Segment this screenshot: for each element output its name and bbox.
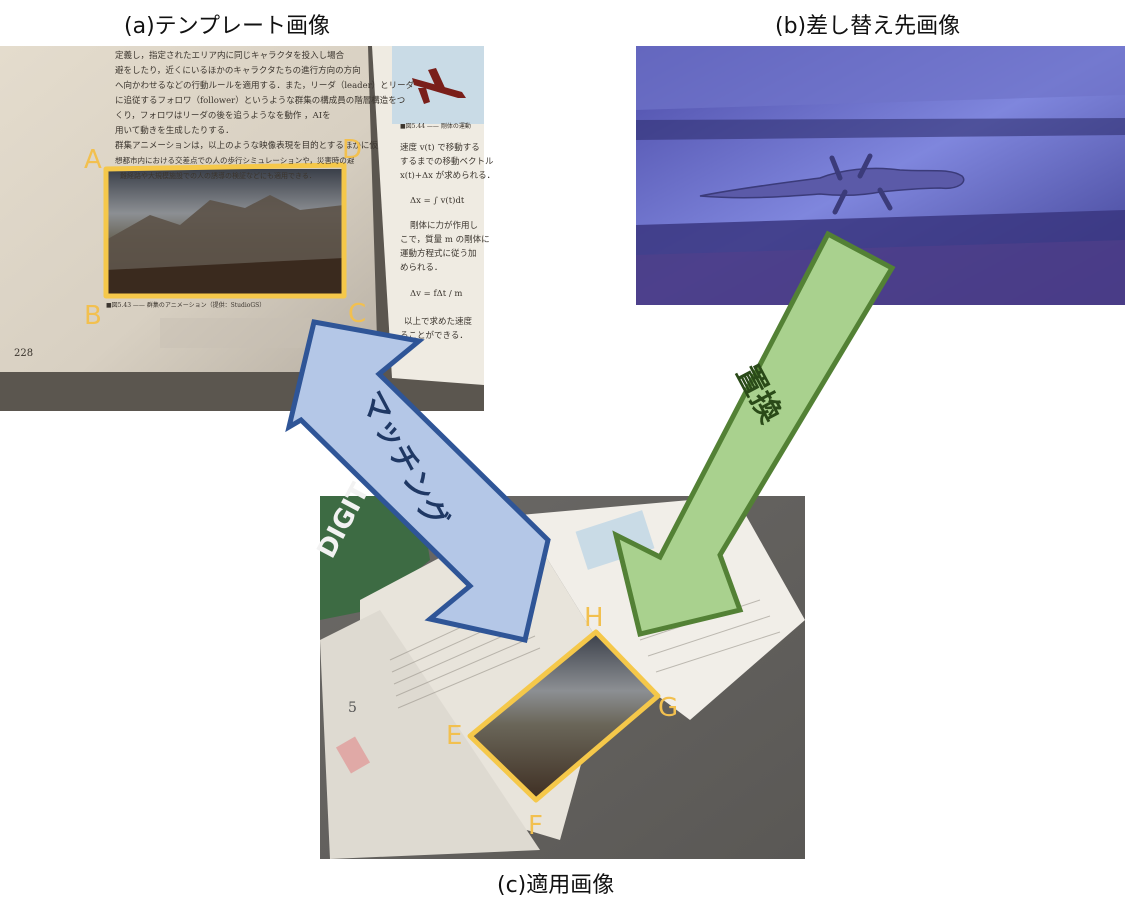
template-figure-caption: ■図5.43 —— 群集のアニメーション（提供：StudioGS） xyxy=(106,301,265,309)
template-body-line: 避をしたり，近くにいるほかのキャラクタたちの進行方向の方向 xyxy=(115,65,361,76)
corner-labels: A D B C H G E F xyxy=(84,135,678,841)
template-shadow-block xyxy=(160,318,310,348)
template-right-line: Δv = fΔt / m xyxy=(410,289,463,299)
template-body-line: へ向かわせるなどの行動ルールを適用する．また，リーダ（leader）とリーダ xyxy=(115,80,415,91)
replacement-photo xyxy=(636,46,1125,305)
applied-left-page-edge xyxy=(320,610,540,859)
template-page-number: 228 xyxy=(14,348,33,359)
template-right-line: 以上で求めた速度 xyxy=(404,316,473,327)
caption-template-image: (a)テンプレート画像 xyxy=(124,14,330,39)
template-right-line: められる． xyxy=(400,263,443,273)
pink-sticky-note xyxy=(335,736,371,774)
template-page-text: 定義し，指定されたエリア内に同じキャラクタを投入し場合 避をしたり，近くにいるほ… xyxy=(14,50,495,359)
template-photo xyxy=(0,46,484,411)
template-body-line: 用いて動きを生成したりする． xyxy=(115,125,234,136)
applied-frame xyxy=(467,629,661,803)
template-right-line: 運動方程式に従う加 xyxy=(400,248,477,259)
corner-label-e: E xyxy=(446,721,462,751)
corner-label-d: D xyxy=(342,135,362,165)
right-page xyxy=(372,46,484,385)
applied-chapter-number: 5 xyxy=(348,700,357,716)
template-right-line: ることができる． xyxy=(400,330,468,341)
applied-warped-picture xyxy=(470,632,658,800)
gecko-illustration xyxy=(699,153,965,215)
template-body-line: 群集アニメーションは，以上のような映像表現を目的とするほかに仮 xyxy=(115,140,378,151)
template-body-line: 定義し，指定されたエリア内に同じキャラクタを投入し場合 xyxy=(115,50,345,61)
template-right-line: こで，質量 m の剛体に xyxy=(400,234,490,245)
template-right-line: Δx = ∫ v(t)dt xyxy=(410,195,465,206)
template-body-line: に追従するフォロワ（follower）というような群集の構成員の階層構造をつ xyxy=(115,95,405,106)
caption-replacement-image: (b)差し替え先画像 xyxy=(775,14,961,39)
template-right-line: するまでの移動ベクトル xyxy=(400,156,494,167)
caption-applied-image: (c)適用画像 xyxy=(497,873,615,898)
template-picture-ground xyxy=(106,258,344,296)
template-right-line: 剛体に力が作用し xyxy=(410,220,478,231)
template-right-line: x(t)+Δx が求められる． xyxy=(400,170,495,181)
template-figure-caption-right: ■図5.44 —— 剛体の運動 xyxy=(400,122,471,130)
corner-label-a: A xyxy=(84,145,102,175)
corner-label-b: B xyxy=(84,301,102,331)
template-body-line: 難経路や大規模施設での人の誘導の検証などにも適用できる． xyxy=(120,171,316,180)
green-book xyxy=(320,496,430,620)
corner-label-g: G xyxy=(658,693,678,723)
corner-label-c: C xyxy=(348,299,366,329)
template-body-line: くり，フォロワはリーダの後を追うようなを動作 ，AIを xyxy=(115,110,331,121)
replace-arrow xyxy=(612,230,896,638)
template-body-line: 想都市内における交差点での人の歩行シミュレーションや，災害時の避 xyxy=(115,155,355,165)
corner-label-f: F xyxy=(528,811,543,841)
template-right-line: 速度 v(t) で移動する xyxy=(400,142,480,153)
upper-wall xyxy=(636,46,1125,110)
airplane-illustration xyxy=(412,68,466,104)
matching-arrow xyxy=(285,319,551,643)
corner-label-h: H xyxy=(584,603,604,633)
template-frame xyxy=(103,162,347,299)
ledge-shadow xyxy=(636,118,1125,140)
